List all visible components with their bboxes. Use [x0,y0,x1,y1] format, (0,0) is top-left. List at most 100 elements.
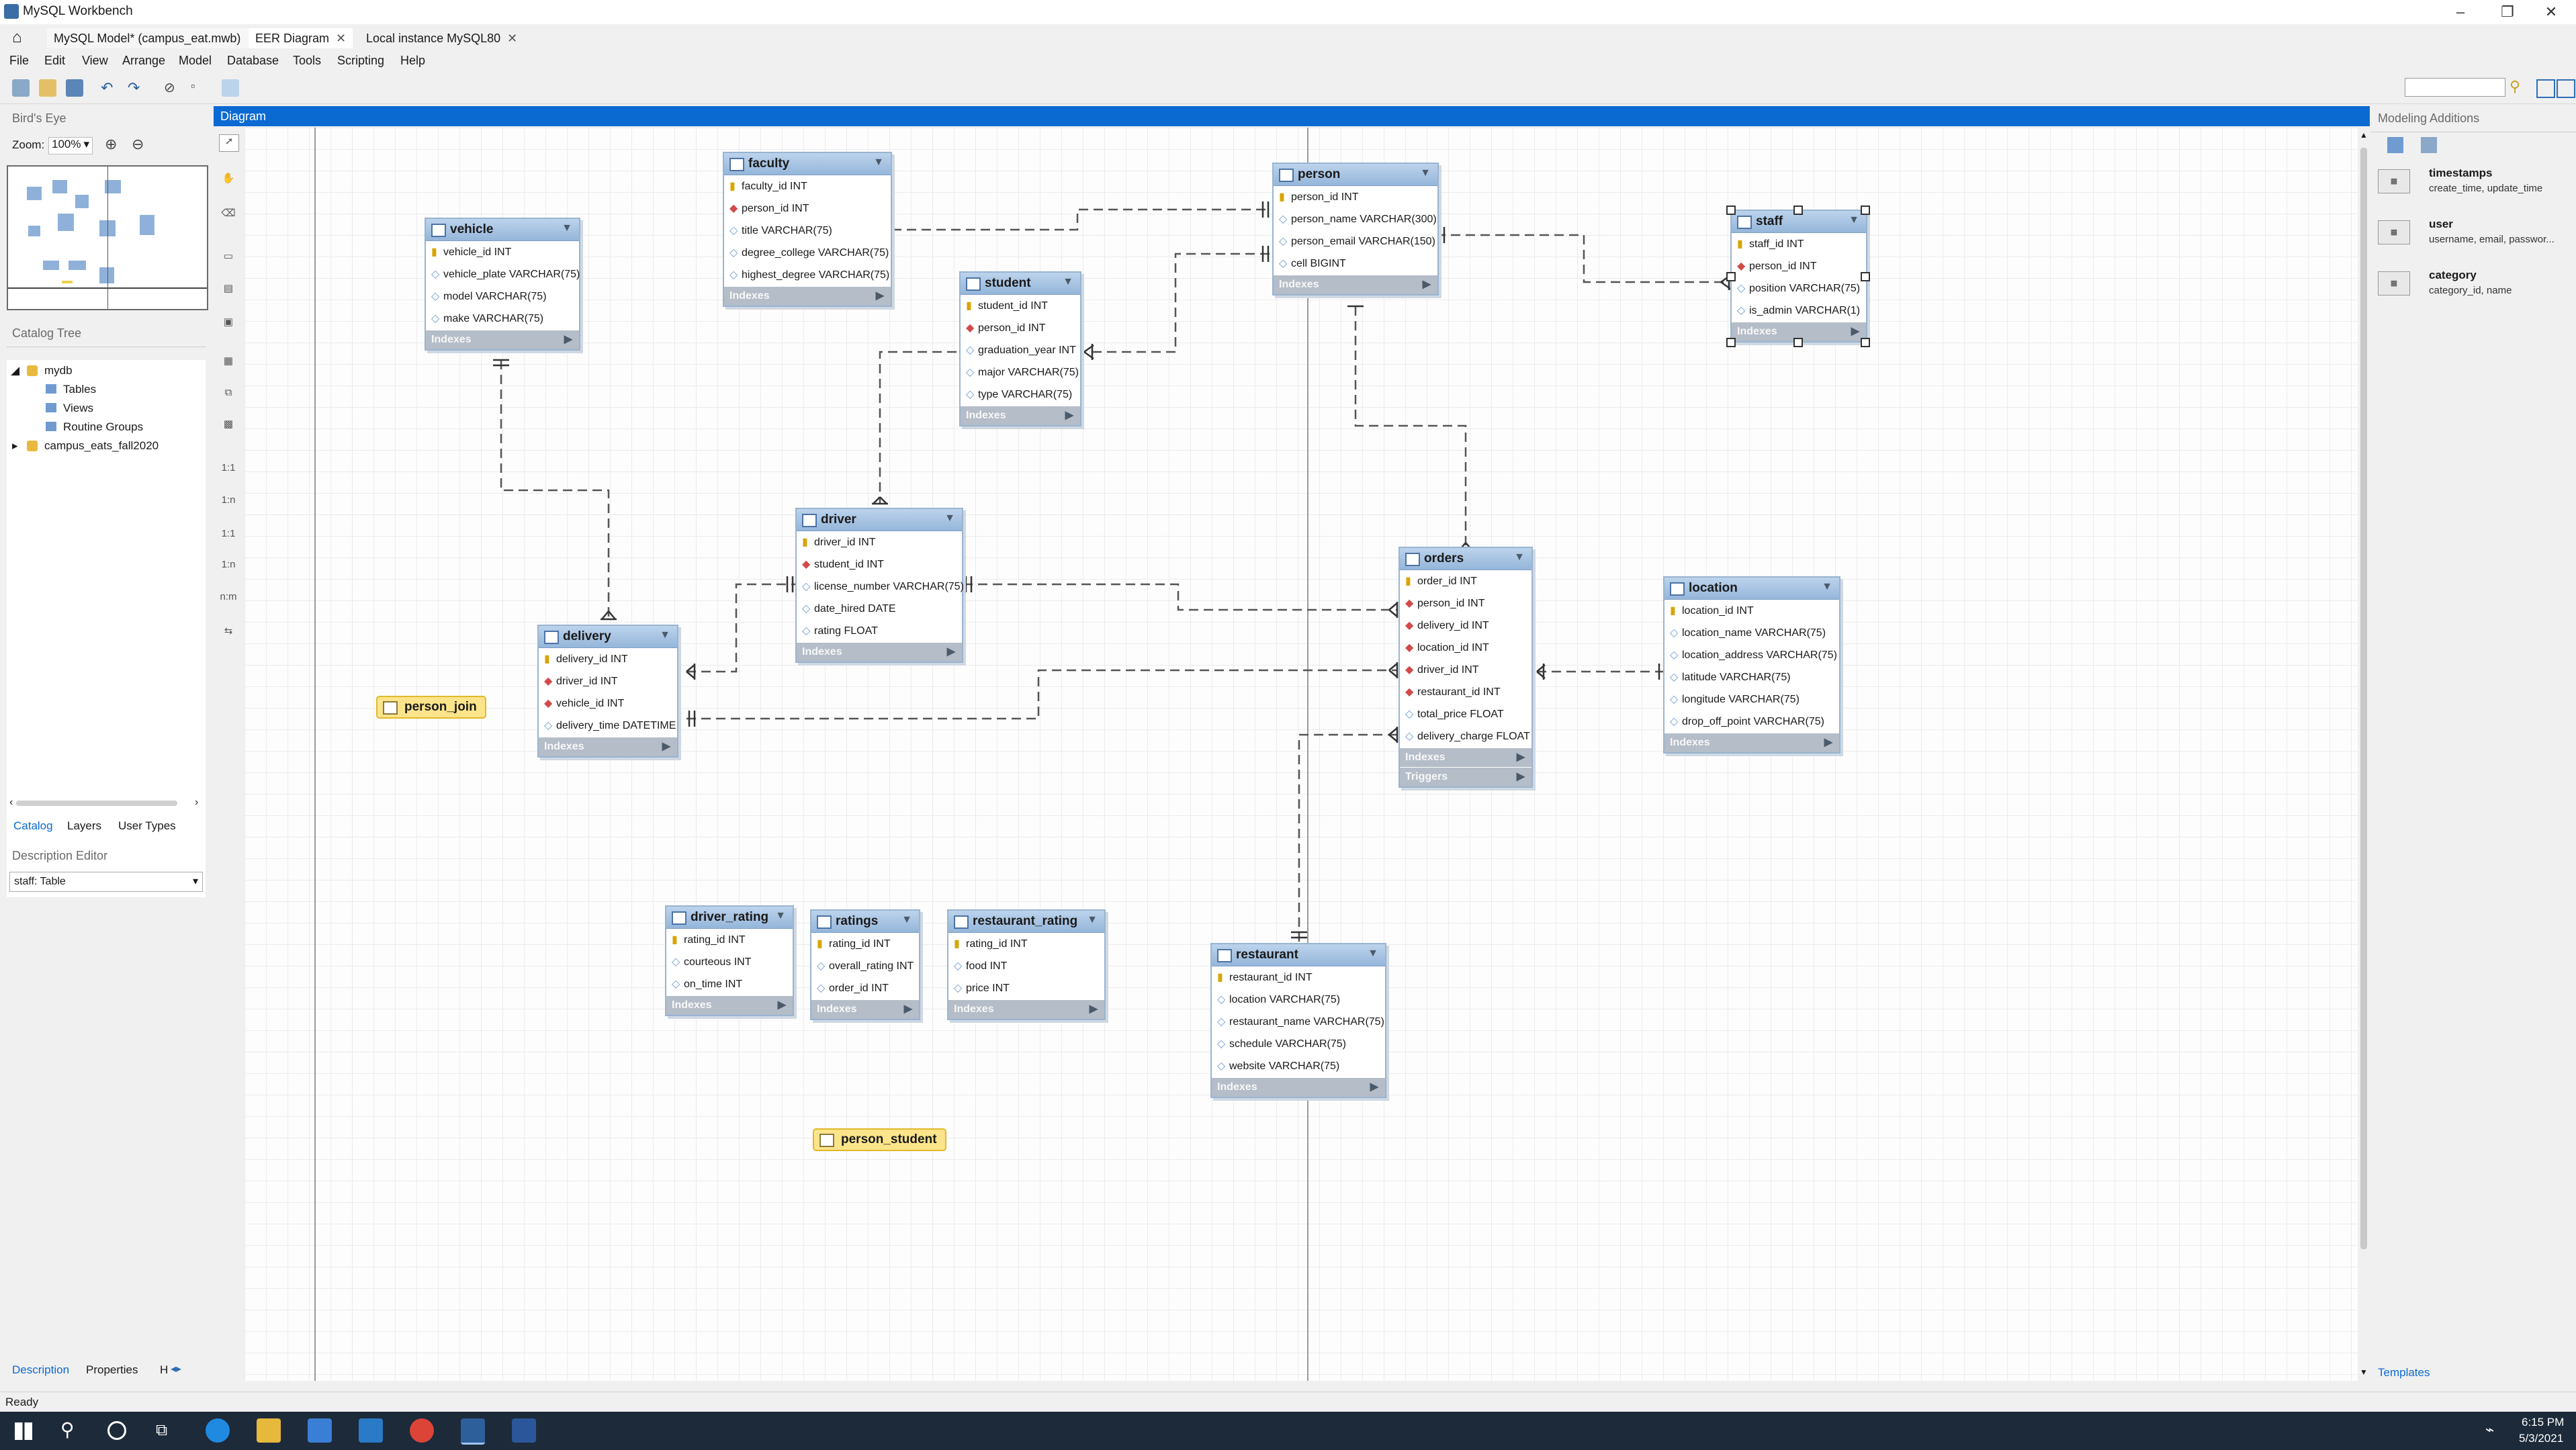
table-header[interactable]: driver_rating▼ [666,907,793,929]
table-column[interactable]: ◇longitude VARCHAR(75) [1664,688,1839,711]
table-column[interactable]: ◇location_name VARCHAR(75) [1664,622,1839,644]
zoom-out-icon[interactable]: ⊖ [132,136,144,152]
table-column[interactable]: ◇total_price FLOAT [1400,703,1531,725]
selection-handle[interactable] [1726,338,1736,347]
table-section[interactable]: Indexes▶ [948,999,1104,1019]
table-column[interactable]: ◇food INT [948,955,1104,977]
table-column[interactable]: ◇make VARCHAR(75) [426,308,579,330]
table-section[interactable]: Indexes▶ [426,330,579,349]
table-column[interactable]: ◇overall_rating INT [811,955,919,977]
table-driver-rating[interactable]: driver_rating▼▮rating_id INT◇courteous I… [665,905,794,1016]
toggle-grid-icon[interactable]: ⊘ [164,81,175,95]
description-select[interactable]: staff: Table▾ [9,872,203,892]
collapse-toggle-icon[interactable]: ▼ [1063,276,1073,287]
table-person[interactable]: person▼▮person_id INT◇person_name VARCHA… [1272,163,1439,296]
expand-arrow-icon[interactable]: ▶ [777,999,786,1011]
table-column[interactable]: ▮student_id INT [961,295,1080,317]
expand-arrow-icon[interactable]: ▶ [1370,1081,1378,1093]
expand-arrow-icon[interactable]: ▶ [1422,279,1431,290]
expand-arrow-icon[interactable]: ▶ [1516,771,1525,782]
table-section[interactable]: Indexes▶ [666,995,793,1015]
table-section[interactable]: Indexes▶ [539,737,677,756]
collapse-toggle-icon[interactable]: ▼ [901,914,912,925]
template-grid-icon[interactable] [2421,137,2437,153]
tree-item-routine-groups[interactable]: Routine Groups [63,420,144,433]
relationship-1-1-icon[interactable]: 1:1 [221,462,236,473]
table-section[interactable]: Indexes▶ [724,286,891,306]
table-column[interactable]: ◇vehicle_plate VARCHAR(75) [426,263,580,285]
mail-icon[interactable] [359,1418,383,1443]
horizontal-scrollbar[interactable] [16,801,177,806]
table-header[interactable]: faculty▼ [724,153,891,175]
table-column[interactable]: ◇on_time INT [666,973,793,995]
toggle-secondary-sidebar-icon[interactable] [2557,79,2575,98]
table-column[interactable]: ◆student_id INT [797,553,962,576]
menu-arrange[interactable]: Arrange [122,54,166,67]
table-orders[interactable]: orders▼▮order_id INT◆person_id INT◆deliv… [1398,547,1533,788]
network-icon[interactable]: ⌁ [2485,1421,2495,1438]
addition-timestamps[interactable]: ▦ timestamps create_time, update_time [2375,163,2570,207]
menu-database[interactable]: Database [227,54,279,67]
redo-icon[interactable]: ↷ [128,79,140,96]
table-column[interactable]: ◇is_admin VARCHAR(1) [1732,300,1866,322]
chrome-icon[interactable] [410,1418,434,1443]
expand-arrow-icon[interactable]: ▶ [1089,1003,1098,1015]
table-column[interactable]: ▮person_id INT [1274,186,1437,208]
table-column[interactable]: ▮order_id INT [1400,570,1531,592]
collapse-toggle-icon[interactable]: ▼ [660,629,670,641]
table-column[interactable]: ◇schedule VARCHAR(75) [1212,1033,1385,1055]
hand-tool-icon[interactable]: ✋ [222,173,235,184]
table-header[interactable]: vehicle▼ [426,219,579,241]
new-model-icon[interactable] [12,79,30,97]
table-restaurant[interactable]: restaurant▼▮restaurant_id INT◇location V… [1210,943,1386,1098]
collapse-toggle-icon[interactable]: ▼ [944,512,955,524]
table-restaurant-rating[interactable]: restaurant_rating▼▮rating_id INT◇food IN… [947,909,1106,1020]
addition-category[interactable]: ▦ category category_id, name [2375,265,2570,309]
relationship-n-m-icon[interactable]: n:m [220,591,237,602]
menu-scripting[interactable]: Scripting [337,54,385,67]
table-delivery[interactable]: delivery▼▮delivery_id INT◆driver_id INT◆… [537,625,678,758]
table-section[interactable]: Triggers▶ [1400,767,1531,786]
table-column[interactable]: ▮rating_id INT [666,929,793,951]
table-column[interactable]: ▮location_id INT [1664,600,1839,622]
table-header[interactable]: ratings▼ [811,911,919,933]
table-column[interactable]: ◇person_name VARCHAR(300) [1274,208,1437,230]
close-icon[interactable]: ✕ [507,32,518,45]
collapse-toggle-icon[interactable]: ▼ [775,910,786,921]
table-column[interactable]: ◆driver_id INT [539,670,677,692]
tab-catalog[interactable]: Catalog [13,819,53,832]
table-column[interactable]: ◇delivery_time DATETIME [539,715,677,737]
table-header[interactable]: person▼ [1274,164,1437,186]
view-tool-icon[interactable]: ⧉ [224,387,232,398]
table-column[interactable]: ◇license_number VARCHAR(75) [797,576,964,598]
scroll-left-icon[interactable]: ‹ [9,797,13,808]
expand-arrow-icon[interactable]: ▶ [1065,410,1073,421]
home-icon[interactable]: ⌂ [12,28,22,46]
collapse-toggle-icon[interactable]: ▼ [1822,581,1832,592]
selection-handle[interactable] [1793,206,1803,215]
vertical-scrollbar[interactable]: ▲ ▼ [2358,128,2370,1381]
export-icon[interactable] [222,79,239,97]
table-column[interactable]: ◇person_email VARCHAR(150) [1274,230,1437,253]
table-column[interactable]: ◇model VARCHAR(75) [426,285,579,308]
table-section[interactable]: Indexes▶ [797,642,962,662]
expand-arrow-icon[interactable]: ▶ [946,646,955,658]
collapse-toggle-icon[interactable]: ▼ [1514,551,1525,563]
relationship-1-n-icon[interactable]: 1:n [221,494,236,506]
collapse-toggle-icon[interactable]: ▼ [1420,167,1431,179]
table-column[interactable]: ◆person_id INT [961,317,1080,339]
selection-handle[interactable] [1861,271,1870,281]
table-column[interactable]: ▮delivery_id INT [539,648,677,670]
table-column[interactable]: ◇courteous INT [666,951,793,973]
collapse-toggle-icon[interactable]: ▼ [1368,948,1378,959]
expand-arrow-icon[interactable]: ▶ [875,290,884,302]
scroll-down-icon[interactable]: ▼ [2360,1367,2368,1377]
close-icon[interactable]: ✕ [336,32,347,45]
expand-arrow-icon[interactable]: ▶ [903,1003,912,1015]
tab-templates[interactable]: Templates [2378,1366,2430,1379]
collapse-toggle-icon[interactable]: ▼ [1087,914,1098,925]
table-ratings[interactable]: ratings▼▮rating_id INT◇overall_rating IN… [810,909,920,1020]
clock-date[interactable]: 5/3/2021 [2519,1432,2564,1445]
table-column[interactable]: ▮staff_id INT [1732,233,1866,255]
table-column[interactable]: ◇major VARCHAR(75) [961,361,1080,383]
